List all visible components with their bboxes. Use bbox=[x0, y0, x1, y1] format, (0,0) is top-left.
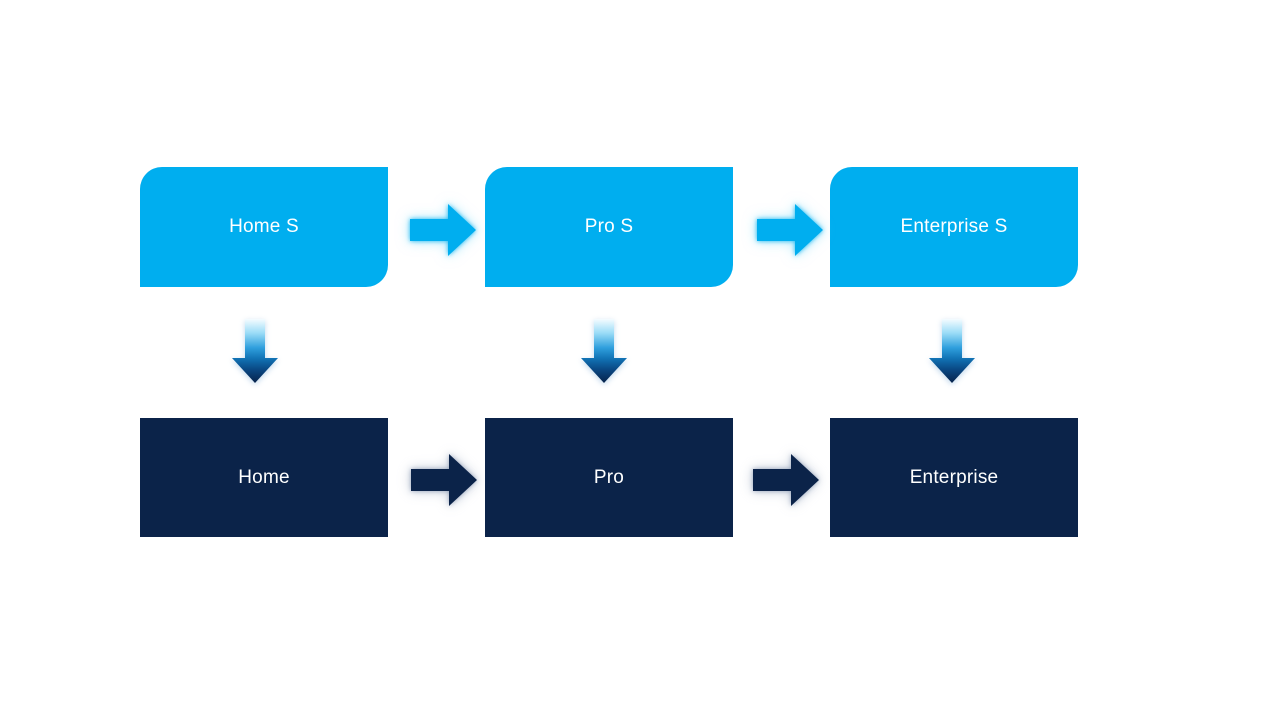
down-arrow-icon bbox=[929, 319, 975, 388]
node-home: Home bbox=[140, 418, 388, 537]
down-arrow-icon bbox=[581, 319, 627, 388]
node-pro-s: Pro S bbox=[485, 167, 733, 287]
down-arrow-icon bbox=[232, 319, 278, 388]
node-enterprise-label: Enterprise bbox=[909, 466, 999, 488]
node-pro: Pro bbox=[485, 418, 733, 537]
node-enterprise-s: Enterprise S bbox=[830, 167, 1078, 287]
node-enterprise: Enterprise bbox=[830, 418, 1078, 537]
right-arrow-icon bbox=[410, 204, 476, 261]
node-pro-s-label: Pro S bbox=[584, 216, 634, 237]
right-arrow-icon bbox=[757, 204, 823, 261]
right-arrow-icon bbox=[753, 454, 819, 511]
node-enterprise-s-label: Enterprise S bbox=[900, 216, 1008, 237]
right-arrow-icon bbox=[411, 454, 477, 511]
node-pro-label: Pro bbox=[593, 466, 625, 488]
node-home-label: Home bbox=[238, 466, 290, 488]
node-home-s: Home S bbox=[140, 167, 388, 287]
node-home-s-label: Home S bbox=[229, 216, 299, 237]
